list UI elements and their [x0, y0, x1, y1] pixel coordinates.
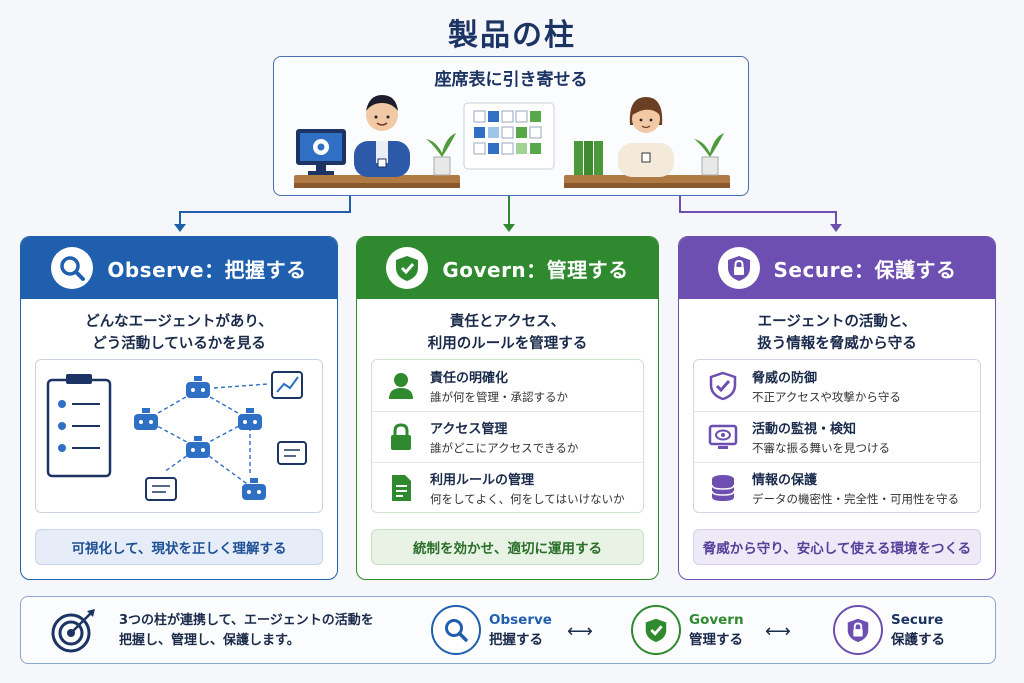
govern-header: Govern：管理する: [357, 237, 658, 299]
plant-icon: [426, 133, 456, 176]
database-icon: [706, 471, 740, 505]
secure-pill: Secure 保護する: [833, 605, 945, 655]
list-item: アクセス管理 誰がどこにアクセスできるか: [372, 411, 643, 462]
shield-lock-icon: [833, 605, 883, 655]
secure-title: Secure：保護する: [773, 257, 957, 282]
observe-card: Observe：把握する どんなエージェントがあり、 どう活動しているかを見る: [20, 236, 338, 580]
observe-header: Observe：把握する: [21, 237, 337, 299]
person-icon: [384, 369, 418, 403]
govern-footer: 統制を効かせ、適切に運用する: [371, 529, 644, 565]
right-desk: [564, 175, 730, 185]
chat-bubble-icon: [145, 441, 307, 501]
secure-header: Secure：保護する: [679, 237, 995, 299]
shield-check-icon: [386, 247, 429, 289]
shield-lock-icon: [717, 247, 760, 289]
network-links: [145, 383, 269, 487]
document-icon: [384, 471, 418, 505]
observe-pill: Observe 把握する: [431, 605, 552, 655]
observe-title: Observe：把握する: [107, 257, 307, 282]
chart-icon: [271, 371, 303, 399]
observe-description: どんなエージェントがあり、 どう活動しているかを見る: [85, 314, 273, 352]
clipboard-icon: [46, 374, 112, 478]
page-title: 製品の柱: [448, 18, 576, 53]
left-desk: [294, 175, 460, 185]
seat-grid: [463, 102, 555, 170]
man-avatar: [354, 95, 410, 177]
seating-chart-title: 座席表に引き寄せる: [434, 70, 588, 90]
plant-icon: [694, 133, 724, 176]
summary-bar: 3つの柱が連携して、エージェントの活動を 把握し、管理し、保護します。 Obse…: [20, 596, 996, 664]
list-item: 脅威の防御 不正アクセスや攻撃から守る: [694, 360, 980, 411]
secure-footer: 脅威から守り、安心して使える環境をつくる: [693, 529, 981, 565]
magnifier-icon: [51, 247, 94, 289]
govern-pill: Govern 管理する: [631, 605, 744, 655]
seating-chart-panel: 座席表に引き寄せる: [273, 56, 749, 196]
shield-icon: [706, 369, 740, 403]
govern-card: Govern：管理する 責任とアクセス、 利用のルールを管理する 責任の明確化 …: [356, 236, 659, 580]
monitor-eye-icon: [706, 420, 740, 454]
list-item: 利用ルールの管理 何をしてよく、何をしてはいけないか: [372, 462, 643, 513]
govern-title: Govern：管理する: [442, 257, 629, 282]
bidirectional-arrow: ⟷: [567, 621, 593, 642]
robot-icons: [134, 376, 266, 500]
govern-items: 責任の明確化 誰が何を管理・承認するか アクセス管理 誰がどこにアクセスできるか…: [371, 359, 644, 513]
summary-text: 3つの柱が連携して、エージェントの活動を 把握し、管理し、保護します。: [119, 613, 374, 648]
shield-check-icon: [631, 605, 681, 655]
secure-items: 脅威の防御 不正アクセスや攻撃から守る 活動の監視・検知 不審な振る舞いを見つけ…: [693, 359, 981, 513]
list-item: 責任の明確化 誰が何を管理・承認するか: [372, 360, 643, 411]
woman-avatar: [618, 97, 674, 177]
govern-description: 責任とアクセス、 利用のルールを管理する: [427, 314, 588, 352]
target-icon: [51, 609, 95, 653]
seating-illustration: [294, 95, 730, 188]
bidirectional-arrow: ⟷: [765, 621, 791, 642]
agent-network-illustration: [35, 359, 323, 513]
lock-icon: [384, 420, 418, 454]
secure-description: エージェントの活動と、 扱う情報を脅威から守る: [757, 314, 917, 352]
monitor-gear-icon: [296, 129, 346, 175]
observe-footer: 可視化して、現状を正しく理解する: [35, 529, 323, 565]
binders-icon: [574, 141, 603, 175]
secure-card: Secure：保護する エージェントの活動と、 扱う情報を脅威から守る 脅威の防…: [678, 236, 996, 580]
list-item: 情報の保護 データの機密性・完全性・可用性を守る: [694, 462, 980, 513]
list-item: 活動の監視・検知 不審な振る舞いを見つける: [694, 411, 980, 462]
magnifier-icon: [431, 605, 481, 655]
